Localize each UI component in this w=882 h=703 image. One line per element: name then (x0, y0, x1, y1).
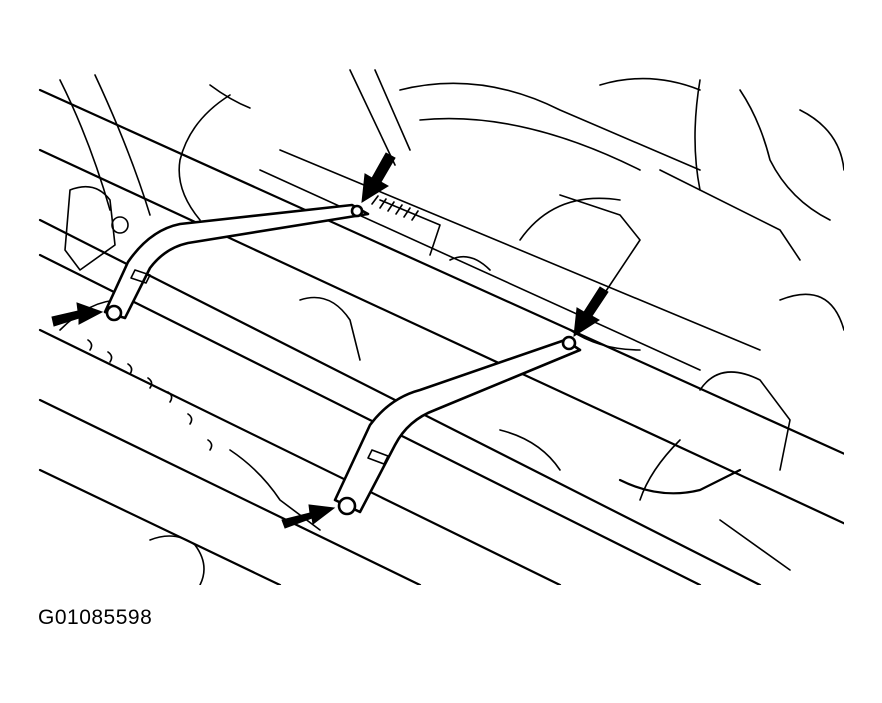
background-frame-lines (38, 69, 844, 585)
diagram-drawing (38, 69, 844, 585)
arrow-icon (281, 504, 336, 529)
upper-strut-brace (103, 203, 370, 322)
arrow-icon (361, 152, 396, 203)
arrow-icon (51, 302, 104, 327)
figure-code: G01085598 (38, 606, 153, 629)
arrow-icon (573, 286, 609, 337)
lower-strut-brace (333, 335, 582, 516)
engine-bay-diagram (38, 69, 844, 585)
